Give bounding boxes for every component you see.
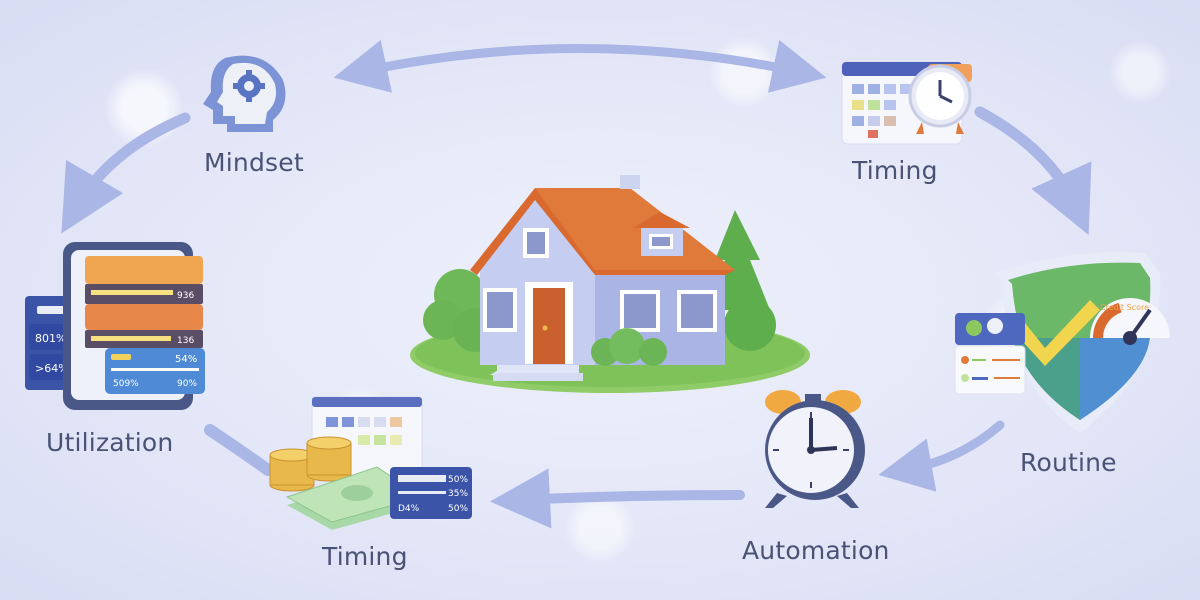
label-mindset: Mindset: [204, 148, 304, 177]
house-illustration: [405, 170, 815, 400]
svg-text:509%: 509%: [113, 379, 139, 389]
shield-credit-score-icon: Credit Score: [954, 252, 1170, 433]
label-timing-top: Timing: [852, 156, 938, 185]
label-automation: Automation: [742, 536, 890, 565]
svg-text:136: 136: [177, 336, 194, 346]
svg-text:801%: 801%: [35, 332, 66, 345]
arrow-automation-timing: [490, 468, 745, 529]
node-routine: Credit Score: [950, 238, 1180, 438]
arrow-timing-utilization: [204, 424, 274, 476]
svg-text:>64%: >64%: [35, 362, 69, 375]
house-icon: [410, 175, 810, 393]
svg-text:90%: 90%: [177, 379, 197, 389]
label-timing-bottom: Timing: [322, 542, 408, 571]
label-utilization: Utilization: [46, 428, 174, 457]
svg-text:35%: 35%: [448, 489, 468, 499]
coins-cash-calendar-icon: 50% 35% D4% 50%: [269, 396, 472, 530]
svg-text:D4%: D4%: [398, 504, 420, 514]
svg-text:50%: 50%: [448, 504, 468, 514]
node-mindset: [195, 50, 295, 135]
calendar-clock-icon: [841, 61, 972, 145]
arrow-mindset-timing: [333, 39, 827, 93]
alarm-clock-icon: [765, 390, 865, 508]
svg-text:Credit Score: Credit Score: [1100, 303, 1149, 312]
node-timing-top: [840, 60, 975, 150]
arrow-routine-automation: [878, 420, 1005, 492]
svg-text:50%: 50%: [448, 475, 468, 485]
node-automation: [755, 388, 870, 513]
arrow-timing-routine: [974, 106, 1092, 236]
node-timing-bottom: 50% 35% D4% 50%: [262, 395, 472, 535]
svg-text:54%: 54%: [175, 354, 197, 365]
svg-text:936: 936: [177, 291, 194, 301]
head-gear-icon: [203, 55, 286, 132]
node-utilization: 801% >64% 936 136 54% 509% 90%: [25, 240, 210, 415]
phone-credit-cards-icon: 801% >64% 936 136 54% 509% 90%: [25, 242, 205, 410]
arrow-mindset-utilization: [61, 112, 191, 234]
label-routine: Routine: [1020, 448, 1117, 477]
